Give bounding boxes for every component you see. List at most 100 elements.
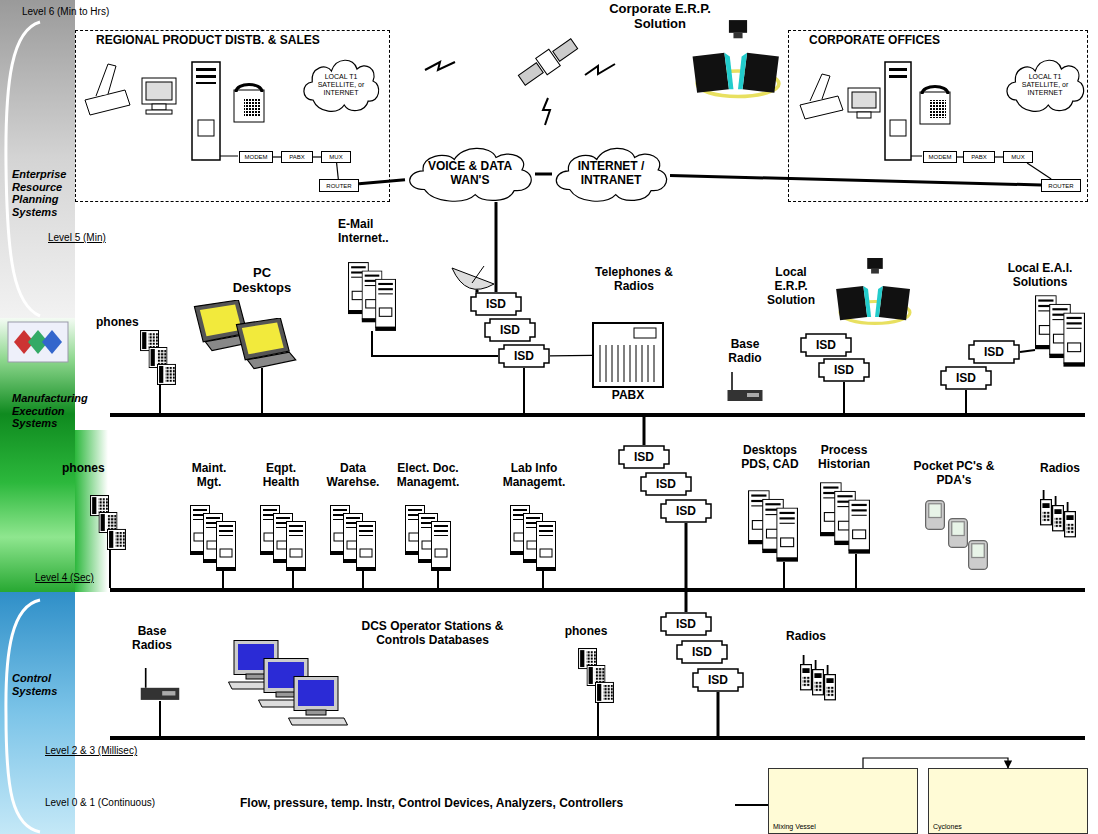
drawing-line [437,571,439,588]
isd-switch: ISD [484,318,536,342]
text-label: Local E.A.I. Solutions [988,262,1092,290]
drawing-rect [110,413,1085,417]
connector [273,156,281,157]
drawing-rect [889,68,907,71]
node-text: ISD [634,451,654,463]
drawing-use [836,258,910,323]
connector [550,355,592,357]
drawing-use [820,483,870,554]
drawing-path [661,500,711,522]
connector [863,758,1008,768]
node-text: MUX [1011,154,1024,160]
drawing-use [1065,502,1076,537]
drawing-rect [857,112,871,118]
drawing-path [6,600,40,832]
text-label: Control Systems [12,672,76,697]
isd-outline [470,292,522,316]
isd-outline [484,318,536,342]
drawing-polyline [1005,795,1030,798]
drawing-rect [0,592,75,834]
drawing-rect [889,75,907,78]
drawing-use [969,541,988,570]
text-label: phones [556,625,616,639]
drawing-use [1041,490,1052,525]
drawing-use [348,263,396,331]
isd-switch: ISD [470,292,522,316]
drawing-rect [146,82,172,100]
region-box: REGIONAL PRODUCT DISTB. & SALESLOCAL T1 … [75,30,390,202]
drawing-rect [848,88,880,112]
cloud-outline [301,55,381,115]
device-box: MODEM [239,151,273,163]
text-label: phones [62,462,112,476]
connector [995,156,1003,157]
text-label: Lab Info Managemt. [490,462,578,490]
drawing-path [693,669,743,691]
drawing-use [693,20,779,96]
node-text: ISD [514,350,534,362]
text-label: Pocket PC's & PDA's [906,460,1002,488]
drawing-path [304,60,379,111]
drawing-path [96,64,116,96]
drawing-path [1007,60,1084,111]
text-label: Local E.R.P. Solution [758,266,824,307]
isd-outline [968,340,1020,364]
text-label: phones [96,316,146,330]
drawing-rect [196,75,216,78]
drawing-use [141,331,176,385]
text-label: DCS Operator Stations & Controls Databas… [345,620,520,648]
node-text: MODEM [245,154,268,160]
drawing-rect [152,104,166,110]
drawing-line [648,345,649,382]
drawing-line [261,368,263,413]
drawing-line [542,571,544,588]
isd-outline [640,472,692,496]
drawing-use [801,655,812,690]
connector [359,180,405,184]
drawing-path [677,641,727,663]
drawing-path [969,341,1019,363]
device-box: PABX [963,151,995,163]
isd-outline [618,445,670,469]
drawing-rect [110,736,1085,740]
text-label: Manufacturing Execution Systems [12,392,104,430]
drawing-path [661,613,711,635]
isd-switch: ISD [676,640,728,664]
drawing-use [1053,496,1064,531]
text-label: PC Desktops [222,266,302,296]
drawing-path [641,473,691,495]
isd-outline [800,333,852,357]
drawing-rect [852,92,876,108]
isd-outline [660,612,712,636]
text-label: Corporate E.R.P. Solution [600,2,720,32]
pabx-box: PABX [592,322,664,388]
node-text: CORPORATE OFFICES [789,31,1087,48]
drawing-line [159,701,161,736]
drawing-line [685,592,688,612]
node-text: Mixing Vessel [773,823,913,831]
drawing-path [485,319,535,341]
device-box: PABX [281,151,313,163]
node-text: Cyclones [933,823,1083,831]
drawing-line [855,554,857,588]
drawing-path [236,85,262,93]
node-text: PABX [971,154,987,160]
isd-switch: ISD [940,366,992,390]
drawing-line [606,345,607,382]
connector [957,156,963,157]
region-box: CORPORATE OFFICESLOCAL T1 SATELLITE, or … [788,30,1088,202]
drawing-rect [196,82,216,84]
isd-outline [498,344,550,368]
network-cloud: LOCAL T1 SATELLITE, or INTERNET [301,55,381,115]
text-label: Level 0 & 1 (Continuous) [45,797,215,809]
node-text: ROUTER [1048,183,1073,189]
drawing-path [975,790,1005,830]
drawing-path [452,268,494,289]
text-label: Level 6 (Min to Hrs) [22,6,152,18]
text-label: Telephones & Radios [586,266,682,294]
drawing-rect [110,588,1085,592]
drawing-path [1030,790,1060,830]
drawing-line [636,345,637,382]
device-box: ROUTER [1041,179,1081,192]
isd-switch: ISD [968,340,1020,364]
